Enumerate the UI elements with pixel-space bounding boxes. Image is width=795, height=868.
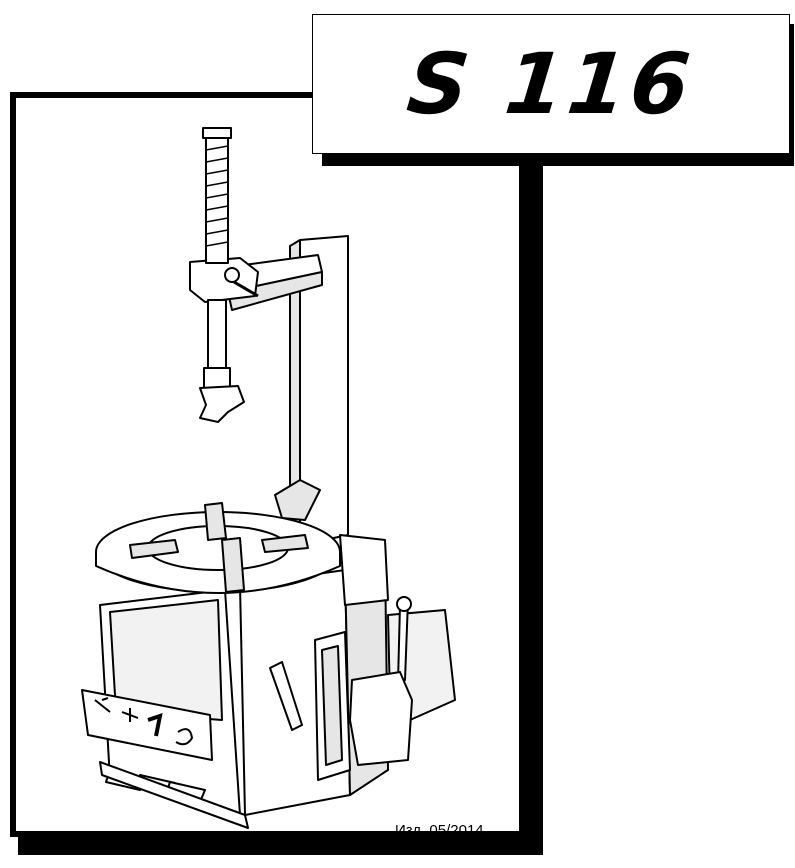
lever: [269, 661, 303, 731]
title-box: S 116: [312, 14, 790, 154]
control-panel: [81, 689, 213, 761]
lubricant-bucket: [349, 671, 413, 766]
mount-tool: [199, 385, 245, 423]
edition-label: Изд. 05/2014: [395, 822, 484, 839]
mount-head: [189, 257, 259, 303]
clamp: [204, 502, 227, 541]
panel-icons: [94, 697, 194, 746]
clamp: [261, 534, 309, 553]
clamp: [221, 537, 245, 593]
clamp: [129, 539, 179, 559]
product-title: S 116: [403, 35, 699, 133]
